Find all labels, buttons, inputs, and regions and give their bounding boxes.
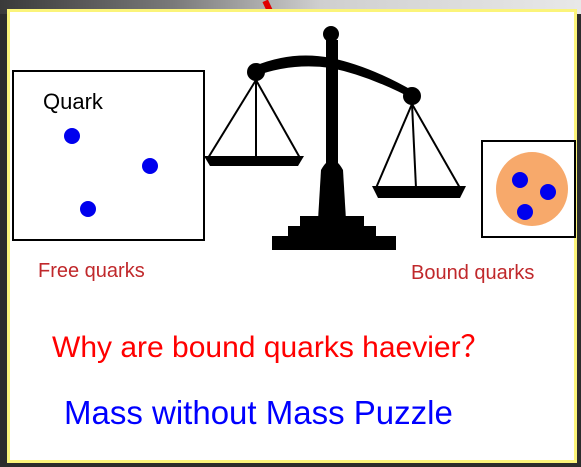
quark-label: Quark (43, 89, 103, 114)
free-quarks-label: Free quarks (38, 260, 145, 282)
quark-dot (142, 158, 158, 174)
bound-quarks-label: Bound quarks (411, 262, 535, 284)
quark-dot (540, 184, 556, 200)
free-quarks-box (12, 70, 205, 241)
balance-scale-icon (204, 26, 466, 250)
puzzle-title: Mass without Mass Puzzle (64, 394, 453, 431)
quark-dot (517, 204, 533, 220)
quark-dot (80, 201, 96, 217)
question-text: Why are bound quarks haevier？ (52, 331, 491, 364)
quark-dot (512, 172, 528, 188)
quark-dot (64, 128, 80, 144)
